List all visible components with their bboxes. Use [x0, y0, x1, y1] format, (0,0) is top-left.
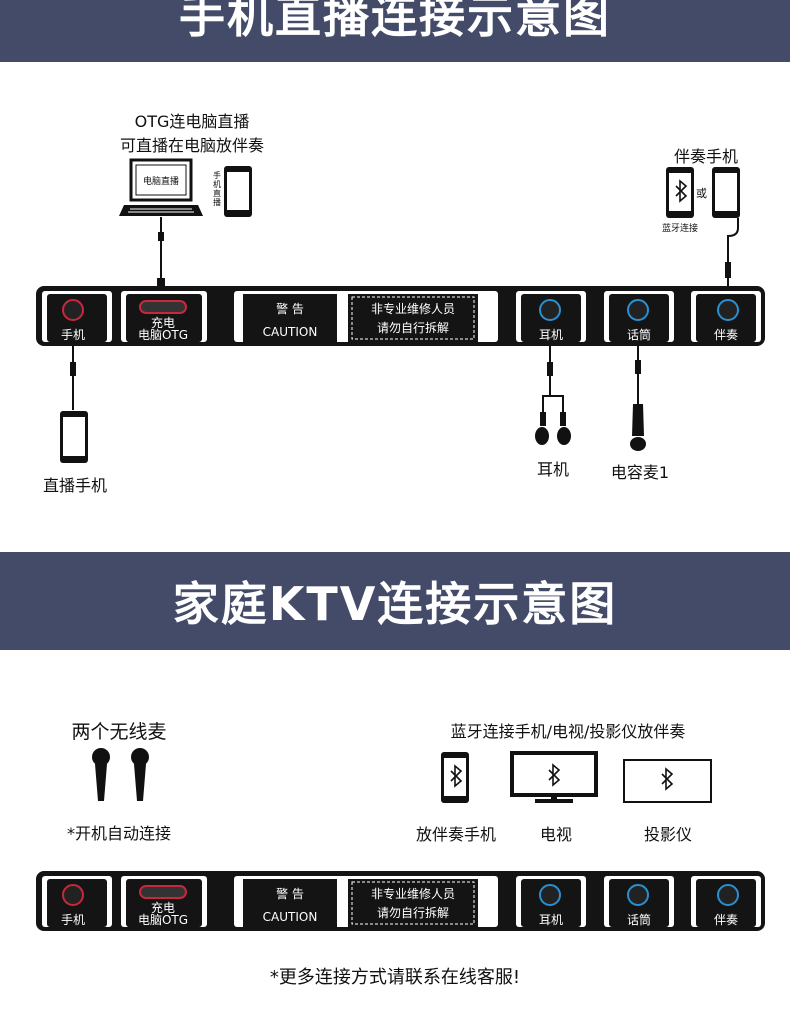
- ktv-tv-label: 电视: [539, 825, 573, 844]
- panel1-warning-en: CAUTION: [263, 325, 318, 339]
- phone-side-label: 手 机 直 播: [213, 170, 221, 207]
- phone-icon: [224, 166, 252, 217]
- condenser-mic-label: 电容麦1: [610, 463, 670, 482]
- laptop-icon: [119, 158, 203, 216]
- accomp-phone-label: 伴奏手机: [673, 147, 739, 166]
- panel2-warning-cn: 警 告: [276, 886, 304, 901]
- section2-title-banner: 家庭KTV连接示意图: [0, 552, 790, 650]
- panel2-mic-label: 话筒: [627, 912, 651, 927]
- svg-text:播: 播: [213, 197, 221, 207]
- ktv-projector-label: 投影仪: [643, 825, 693, 844]
- ktv-phone-label: 放伴奏手机: [415, 825, 497, 844]
- panel1-notice-line2: 请勿自行拆解: [377, 320, 449, 335]
- footer-note: *更多连接方式请联系在线客服!: [269, 967, 521, 988]
- tv-icon: [510, 751, 598, 803]
- control-panel-bottom: [36, 871, 765, 931]
- panel2-accomp-label: 伴奏: [714, 913, 738, 927]
- panel1-charge-line1: 充电: [151, 315, 175, 330]
- panel1-earphone-label: 耳机: [539, 328, 563, 342]
- section2-title: 家庭KTV连接示意图: [172, 577, 618, 631]
- two-mics-label: 两个无线麦: [71, 721, 167, 743]
- panel1-accomp-label: 伴奏: [714, 328, 738, 342]
- panel2-earphone-label: 耳机: [539, 913, 563, 927]
- bt-desc-label: 蓝牙连接手机/电视/投影仪放伴奏: [450, 722, 686, 741]
- earphones-icon: [535, 412, 571, 445]
- bluetooth-phone-icon: [666, 167, 694, 218]
- section1-title: 手机直播连接示意图: [179, 0, 611, 43]
- panel2-phone-label: 手机: [61, 913, 85, 927]
- panel2-warning-en: CAUTION: [263, 910, 318, 924]
- panel1-phone-label: 手机: [61, 328, 85, 342]
- otg-note-line2: 可直播在电脑放伴奏: [119, 136, 265, 155]
- panel2-charge-line2: 电脑OTG: [138, 913, 188, 927]
- wireless-mic-icon: [92, 748, 110, 801]
- panel1-warning-cn: 警 告: [276, 301, 304, 316]
- panel1-charge-line2: 电脑OTG: [138, 328, 188, 342]
- or-label: 或: [696, 187, 707, 200]
- condenser-mic-icon: [630, 404, 646, 451]
- control-panel-top: [36, 286, 765, 346]
- svg-text:机: 机: [213, 179, 221, 189]
- live-phone-label: 直播手机: [42, 476, 108, 495]
- live-phone-icon: [60, 411, 88, 463]
- section1-title-banner: 手机直播连接示意图: [0, 0, 790, 62]
- panel2-notice-line2: 请勿自行拆解: [377, 905, 449, 920]
- svg-text:手: 手: [213, 170, 221, 180]
- otg-note-line1: OTG连电脑直播: [134, 112, 250, 131]
- panel1-notice-line1: 非专业维修人员: [371, 301, 455, 316]
- panel2-charge-line1: 充电: [151, 900, 175, 915]
- panel2-notice-line1: 非专业维修人员: [371, 886, 455, 901]
- auto-connect-label: *开机自动连接: [66, 824, 172, 843]
- svg-text:直: 直: [213, 188, 221, 198]
- panel1-mic-label: 话筒: [627, 327, 651, 342]
- bt-connect-label: 蓝牙连接: [661, 224, 699, 234]
- laptop-screen-text: 电脑直播: [143, 175, 179, 187]
- ktv-phone-icon: [441, 752, 469, 803]
- wireless-mic-icon: [131, 748, 149, 801]
- earphones-label: 耳机: [536, 460, 570, 479]
- projector-icon: [623, 759, 712, 803]
- accomp-phone-icon: [712, 167, 740, 218]
